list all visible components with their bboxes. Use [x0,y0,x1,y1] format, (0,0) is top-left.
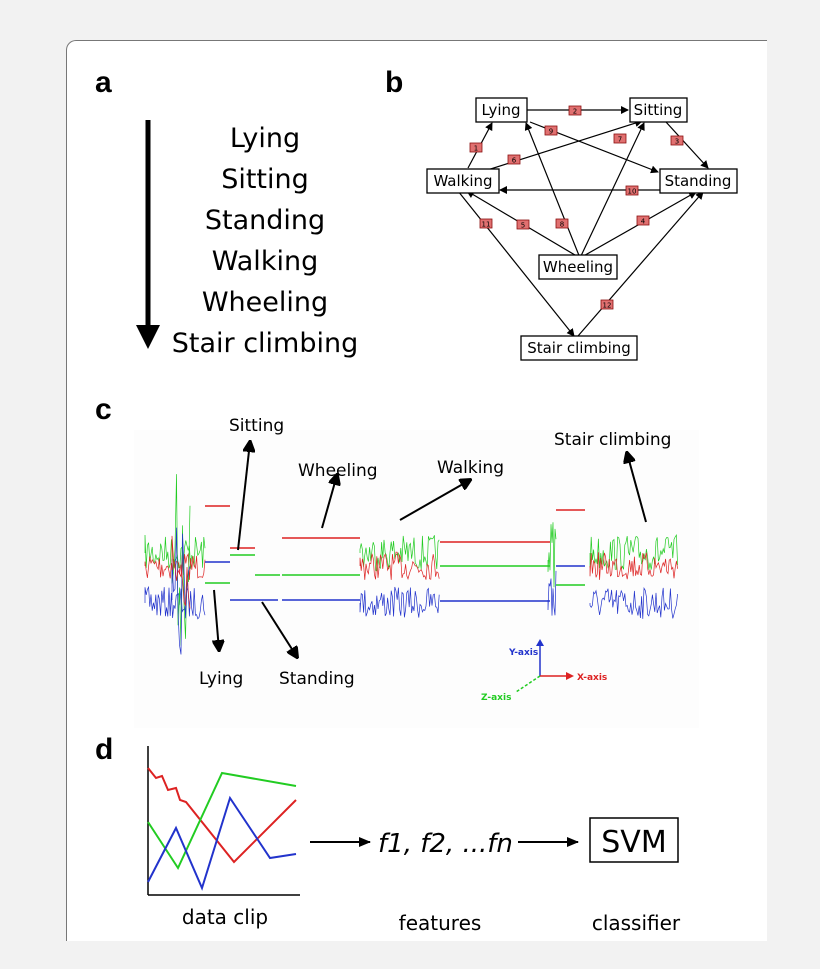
signal-trace [171,474,191,646]
features-label: features [399,911,482,935]
node-wheeling-box [538,254,618,280]
signal-trace [171,535,191,609]
edge-number: 3 [675,138,679,146]
annotation-standing: Standing [279,669,355,689]
signal-trace [144,585,206,620]
activity-list: Lying Sitting Standing Walking Wheeling … [170,118,360,364]
panel-label-a: a [95,66,112,99]
annotation-stair: Stair climbing [554,430,671,450]
edge [524,122,581,259]
signal-trace [171,527,191,655]
annotation-arrow [627,453,647,523]
node-walking: Walking [433,172,492,190]
annotation-arrow [237,442,250,551]
panel-label-d: d [95,733,114,766]
activity-item: Wheeling [201,287,329,318]
activity-item: Sitting [221,164,309,195]
clip-line-blue [147,795,297,891]
svm-label: SVM [601,825,666,860]
clip-label: data clip [182,905,268,929]
edge [577,191,704,337]
edge-marker [516,219,530,230]
edge-marker [544,125,558,136]
signal-trace [547,522,557,588]
edge [665,121,709,169]
node-lying: Lying [481,101,520,119]
classifier-label: classifier [592,911,681,935]
node-walking-box [426,168,500,194]
node-wheeling: Wheeling [543,258,613,276]
edge-marker [600,299,614,310]
activity-item: Walking [211,246,319,277]
signal-trace [589,586,678,619]
signal-trace [359,586,440,618]
x-axis-label: X-axis [577,673,607,683]
edge-number: 8 [560,221,564,229]
edge-marker [636,215,650,226]
node-stair: Stair climbing [527,339,631,357]
annotation-sitting: Sitting [229,416,284,436]
signal-trace [589,552,678,580]
edge-marker [507,154,521,165]
edge-marker [555,218,569,229]
annotation-arrow [399,480,470,521]
signal-background [134,430,699,728]
edge-number: 10 [628,188,637,196]
svm-box [589,817,679,863]
activity-item: Lying [229,123,301,154]
axis-glyph [515,639,574,693]
signal-trace [589,534,678,570]
annotation-walking: Walking [437,458,504,478]
node-sitting: Sitting [634,101,683,119]
y-axis-label: Y-axis [508,648,538,658]
edge [477,119,643,174]
signal-trace [359,551,440,581]
signal-traces [144,474,678,655]
edge-number: 11 [482,221,491,229]
panel-label-b: b [385,66,404,99]
edge-number: 9 [549,128,553,136]
annotation-lying: Lying [199,669,243,689]
edge-number: 4 [641,218,646,226]
order-arrow [136,120,160,349]
activity-item: Stair climbing [171,328,359,359]
edge-number: 7 [618,136,622,144]
edge-marker [613,133,627,144]
edge-marker [625,185,639,196]
annotation-wheeling: Wheeling [298,461,378,481]
node-sitting-box [629,97,688,123]
edge-number: 2 [573,108,577,116]
activity-item: Standing [204,205,326,236]
panel-label-c: c [95,393,112,426]
node-lying-box [475,97,528,123]
edge [457,190,575,337]
annotation-arrow [214,589,219,650]
clip-axes [147,746,300,896]
signal-segments [205,505,585,602]
edge-marker [568,105,582,116]
features-expression: f1, f2, ...fn [378,829,513,859]
z-axis-label: Z-axis [481,693,511,703]
edge-marker [479,218,493,229]
edge-number: 1 [474,145,478,153]
edge-marker [670,135,684,146]
clip-line-red [147,767,297,864]
annotation-arrow [261,601,297,657]
edge-number: 5 [521,222,525,230]
node-standing: Standing [665,172,732,190]
node-standing-box [659,168,738,194]
edge [579,122,645,259]
signal-trace [547,570,557,616]
clip-line-green [147,771,297,871]
edge-number: 6 [512,157,517,165]
annotation-arrow [321,475,337,529]
node-stair-box [520,335,638,361]
edge-number: 12 [603,302,612,310]
edge-marker [469,142,483,153]
